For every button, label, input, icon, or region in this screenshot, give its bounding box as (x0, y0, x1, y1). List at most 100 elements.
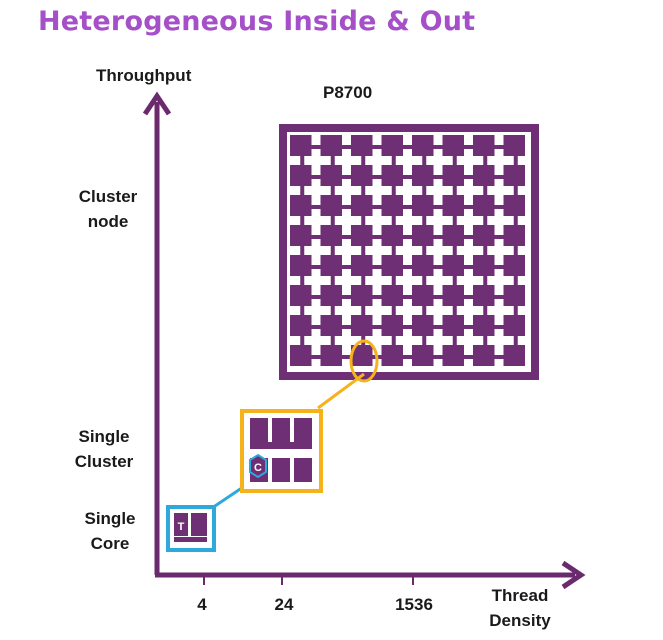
chip-link (452, 155, 457, 166)
chip-link (493, 205, 505, 209)
chip-core-cell (290, 315, 312, 336)
chip-link (341, 175, 352, 179)
chip-link (513, 245, 518, 256)
chip-link (341, 145, 352, 149)
chip-core-cell (442, 195, 464, 216)
level-single-cluster-line2: Cluster (74, 452, 134, 471)
chip-core-cell (473, 135, 495, 156)
chip-core-cell (290, 195, 312, 216)
chip-link (361, 305, 366, 316)
chip-core-cell (442, 285, 464, 306)
chip-core-cell (320, 285, 342, 306)
chip-link (483, 305, 488, 316)
chip-core-cell (351, 135, 373, 156)
chip-core-cell (442, 135, 464, 156)
chip-link (310, 295, 322, 299)
chip-core-cell (473, 255, 495, 276)
chip-core-cell (351, 195, 373, 216)
chip-core-cell (503, 255, 525, 276)
chip-link (483, 335, 488, 346)
chip-link (452, 185, 457, 196)
cluster-highlight-oval (349, 339, 379, 383)
chip-link (463, 205, 474, 209)
chip-link (310, 175, 322, 179)
chip-link (432, 175, 444, 179)
chip-link (341, 325, 352, 329)
chip-link (361, 275, 366, 286)
level-cluster-node-line1: Cluster (78, 187, 138, 206)
chip-core-cell (320, 135, 342, 156)
chip-link (371, 265, 383, 269)
chip-core-cell (381, 195, 403, 216)
chip-link (402, 145, 413, 149)
chip-link (432, 265, 444, 269)
chip-core-cell (442, 315, 464, 336)
chip-core-cell (351, 315, 373, 336)
chip-link (361, 215, 366, 226)
chip-core-cell (412, 195, 434, 216)
chip-link (493, 175, 505, 179)
chip-link (341, 205, 352, 209)
chip-link (493, 355, 505, 359)
chip-link (310, 205, 322, 209)
chip-core-cell (412, 285, 434, 306)
chip-link (371, 235, 383, 239)
chip-link (452, 245, 457, 256)
chip-core-cell (442, 165, 464, 186)
chip-link (300, 185, 305, 196)
chip-link (463, 325, 474, 329)
core-thread-marker: T (178, 521, 185, 533)
chip-link (432, 235, 444, 239)
chip-core-cell (320, 315, 342, 336)
chip-link (463, 265, 474, 269)
chip-core-cell (381, 225, 403, 246)
level-single-core: Single Core (68, 506, 152, 556)
chip-link (422, 275, 427, 286)
chip-link (402, 355, 413, 359)
chip-core-cell (503, 315, 525, 336)
chip-link (493, 145, 505, 149)
chip-link (452, 215, 457, 226)
level-cluster-node: Cluster node (66, 184, 150, 234)
chip-core-cell (381, 255, 403, 276)
p8700-chip (279, 124, 539, 380)
chip-link (483, 155, 488, 166)
chip-link (361, 185, 366, 196)
chip-core-cell (381, 315, 403, 336)
level-cluster-node-line2: node (87, 212, 129, 231)
chip-core-cell (381, 285, 403, 306)
chip-link (402, 235, 413, 239)
chip-link (452, 275, 457, 286)
chip-link (513, 305, 518, 316)
chip-core-cell (290, 345, 312, 366)
single-cluster: C (240, 409, 323, 493)
chip-core-cell (412, 345, 434, 366)
chip-link (483, 215, 488, 226)
chip-core-cell (351, 285, 373, 306)
chip-link (513, 185, 518, 196)
chip-link (361, 245, 366, 256)
chip-link (402, 175, 413, 179)
chip-link (371, 295, 383, 299)
chip-core-cell (473, 345, 495, 366)
chip-core-cell (320, 255, 342, 276)
chip-link (300, 245, 305, 256)
chip-link (300, 215, 305, 226)
chip-link (513, 155, 518, 166)
chip-core-cell (381, 345, 403, 366)
level-single-cluster-line1: Single (78, 427, 130, 446)
chip-link (422, 305, 427, 316)
chip-link (452, 305, 457, 316)
chip-core-cell (290, 255, 312, 276)
chip-core-cell (473, 285, 495, 306)
chip-link (371, 145, 383, 149)
chip-core-cell (503, 345, 525, 366)
chip-core-cell (290, 285, 312, 306)
chip-link (330, 185, 335, 196)
chip-link (330, 245, 335, 256)
chip-link (300, 305, 305, 316)
chip-core-cell (503, 195, 525, 216)
chip-link (402, 295, 413, 299)
level-single-core-line1: Single (84, 509, 136, 528)
